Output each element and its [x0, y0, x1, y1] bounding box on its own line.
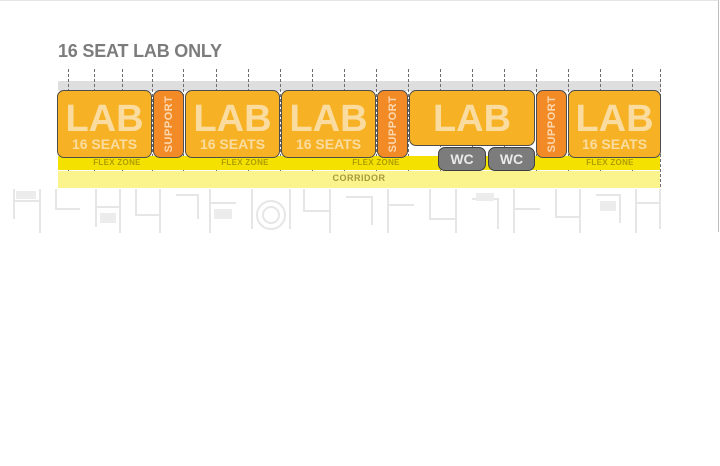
lab-room-5: LAB 16 SEATS [568, 90, 661, 158]
lab-label: LAB [193, 98, 272, 140]
lab-room-4: LAB [409, 90, 535, 146]
wc-room-2: WC [488, 147, 535, 171]
lab-label: LAB [432, 98, 512, 140]
support-room-2: SUPPORT [377, 90, 408, 158]
upper-wall-band [58, 81, 661, 91]
lab-room-1: LAB 16 SEATS [57, 90, 152, 158]
column-gridline [152, 69, 153, 187]
flex-zone-label: FLEX ZONE [352, 158, 400, 167]
lab-seat-count: 16 SEATS [581, 136, 648, 152]
support-room-1: SUPPORT [153, 90, 184, 158]
lab-room-3: LAB 16 SEATS [281, 90, 376, 158]
column-gridline [376, 69, 377, 187]
support-label: SUPPORT [162, 95, 175, 153]
flex-zone-label: FLEX ZONE [93, 158, 141, 167]
flex-zone-label: FLEX ZONE [586, 158, 634, 167]
diagram-title: 16 SEAT LAB ONLY [58, 41, 222, 61]
lab-label: LAB [65, 98, 144, 140]
lab-room-2: LAB 16 SEATS [185, 90, 280, 158]
diagram-frame: 16 SEAT LAB ONLY FLEX ZONE FLEX ZONE FLE… [0, 0, 719, 233]
lab-seat-count: 16 SEATS [199, 136, 266, 152]
wc-room-1: WC [438, 147, 486, 171]
column-gridline [280, 69, 281, 187]
floor-plan-background [13, 189, 661, 233]
column-gridline [408, 69, 409, 187]
lab-label: LAB [575, 98, 654, 140]
support-label: SUPPORT [545, 95, 558, 153]
wc-label: WC [450, 151, 474, 167]
corridor-label: CORRIDOR [332, 173, 386, 183]
wc-label: WC [499, 151, 524, 167]
support-room-3: SUPPORT [536, 90, 567, 158]
flex-zone-label: FLEX ZONE [221, 158, 269, 167]
corridor-band: CORRIDOR [58, 171, 660, 188]
lab-seat-count: 16 SEATS [295, 136, 362, 152]
lab-seat-count: 16 SEATS [71, 136, 138, 152]
support-label: SUPPORT [386, 95, 399, 153]
lab-label: LAB [289, 98, 368, 140]
